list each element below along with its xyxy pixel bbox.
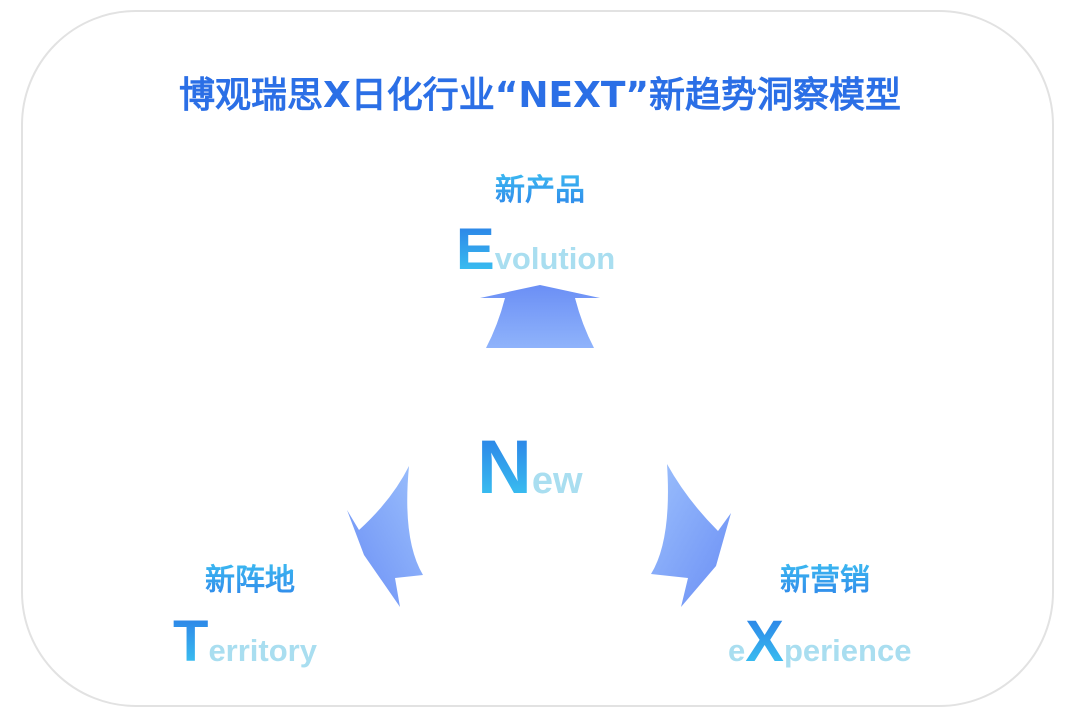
left-node-cn-label: 新阵地 bbox=[150, 555, 350, 599]
arrow-down-left-icon bbox=[347, 466, 423, 607]
right-node-rest: perience bbox=[783, 633, 912, 668]
right-node-big-letter: X bbox=[745, 609, 784, 674]
arrow-down-right-icon bbox=[651, 464, 731, 607]
diagram-title: 博观瑞思X日化行业“NEXT”新趋势洞察模型 bbox=[178, 75, 902, 116]
right-node-prefix: e bbox=[728, 633, 746, 668]
top-node-big-letter: E bbox=[456, 217, 495, 282]
top-node-en-label: Evolution bbox=[456, 216, 615, 283]
center-label: New bbox=[477, 424, 583, 511]
arrow-up-icon bbox=[480, 285, 600, 348]
center-rest: ew bbox=[531, 460, 583, 502]
rounded-frame bbox=[21, 10, 1054, 707]
center-big-letter: N bbox=[477, 425, 532, 510]
left-node-big-letter: T bbox=[173, 609, 209, 674]
top-node-cn-label: 新产品 bbox=[440, 165, 640, 209]
left-node-en-label: Territory bbox=[173, 608, 317, 675]
right-node-en-label: eXperience bbox=[728, 608, 911, 675]
right-node-cn-label: 新营销 bbox=[725, 555, 925, 599]
top-node-rest: volution bbox=[494, 241, 616, 276]
left-node-rest: erritory bbox=[208, 633, 317, 668]
